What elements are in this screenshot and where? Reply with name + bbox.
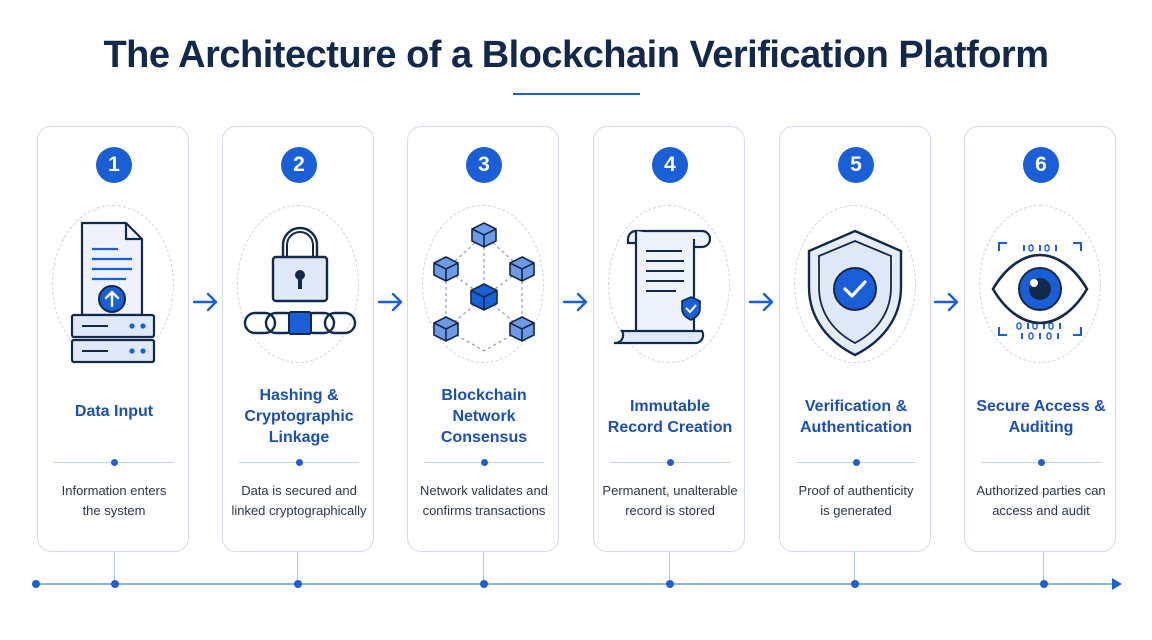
step-card-6: 6 Secure	[964, 126, 1116, 552]
step-title-5: Verification &Authentication	[800, 398, 912, 436]
timeline-dot	[32, 580, 40, 588]
padlock-chain-icon	[231, 201, 365, 367]
step-badge-1: 1	[96, 147, 132, 183]
arrow-right-icon	[192, 292, 218, 312]
document-server-icon	[46, 201, 180, 367]
timeline-dot	[851, 580, 859, 588]
timeline-arrowhead-icon	[1112, 578, 1122, 590]
timeline-line	[36, 583, 1112, 585]
arrow-right-icon	[748, 292, 774, 312]
timeline-dot	[1040, 580, 1048, 588]
step-card-5: 5 Verification &Authentication Proof of …	[779, 126, 931, 552]
timeline-dot	[294, 580, 302, 588]
step-badge-5: 5	[838, 147, 874, 183]
arrow-right-icon	[562, 292, 588, 312]
title-underline	[513, 93, 640, 95]
timeline-dot	[666, 580, 674, 588]
step-title-1: Data Input	[74, 403, 154, 420]
step-badge-2: 2	[281, 147, 317, 183]
scroll-record-icon	[602, 201, 736, 367]
eye-scan-icon	[973, 201, 1107, 367]
shield-check-icon	[788, 201, 922, 367]
block-network-icon	[416, 201, 550, 367]
page-title: The Architecture of a Blockchain Verific…	[103, 34, 1049, 76]
timeline-dot	[111, 580, 119, 588]
step-title-6: Secure Access &Auditing	[976, 398, 1106, 436]
arrow-right-icon	[377, 292, 403, 312]
timeline-dot	[480, 580, 488, 588]
step-badge-3: 3	[466, 147, 502, 183]
step-badge-4: 4	[652, 147, 688, 183]
arrow-right-icon	[933, 292, 959, 312]
step-badge-6: 6	[1023, 147, 1059, 183]
